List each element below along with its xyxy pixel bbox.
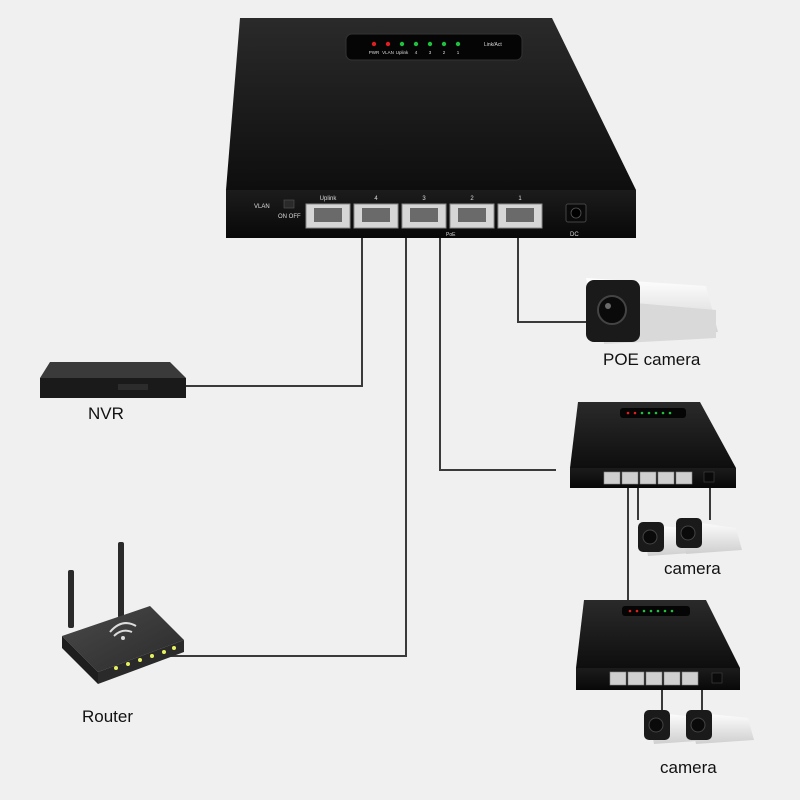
switch2-leds: [626, 411, 672, 415]
led-label: 1: [457, 50, 460, 55]
port-label: 2: [470, 196, 474, 202]
camera-lens-icon: [597, 295, 627, 325]
switch2-ports: [603, 471, 693, 485]
switch2-led-panel: [620, 408, 686, 418]
port-label: 4: [374, 196, 378, 202]
lens-glint-icon: [605, 303, 611, 309]
vlan-label: VLAN: [254, 204, 270, 210]
camera-label-2: camera: [660, 758, 717, 777]
cable-nvr: [186, 232, 363, 387]
camera-label-1: camera: [664, 559, 721, 578]
camera-pair-1: [638, 518, 742, 556]
poe-camera-label: POE camera: [603, 350, 701, 369]
switch3-dc-icon: [711, 672, 723, 684]
led-icon: [441, 41, 447, 47]
switch3-ports: [609, 671, 699, 686]
port-label: 3: [422, 196, 426, 202]
router-label: Router: [82, 707, 134, 726]
led-icon: [413, 41, 419, 47]
dc-label: DC: [570, 232, 579, 238]
switch-3: [576, 600, 740, 690]
led-label: PWR: [369, 50, 380, 55]
led-label: 2: [443, 50, 446, 55]
port-socket-icon: [506, 208, 534, 222]
wifi-icon: [109, 622, 137, 640]
switch2-dc-icon: [703, 471, 715, 483]
antenna-right-icon: [118, 542, 124, 618]
nvr-top-icon: [40, 362, 186, 378]
led-label: 3: [429, 50, 432, 55]
port-socket-icon: [458, 208, 486, 222]
cable-router: [168, 232, 407, 657]
on-off-label: ON OFF: [278, 214, 301, 220]
led-label: 4: [415, 50, 418, 55]
router-leds: [114, 646, 176, 670]
dc-jack-hole-icon: [570, 207, 582, 219]
led-label: Uplink: [396, 50, 409, 55]
port-label: Uplink: [320, 196, 338, 202]
switch3-led-panel: [622, 606, 690, 616]
cam1a-lens-icon: [642, 529, 658, 545]
cable-poe-camera: [517, 232, 590, 323]
switch2-top-icon: [570, 402, 736, 468]
vlan-switch-icon: [283, 199, 295, 209]
port-socket-icon: [410, 208, 438, 222]
led-caption: Link/Act: [484, 42, 502, 48]
router-side-icon: [62, 636, 98, 684]
poe-camera-device: [586, 278, 718, 344]
router-device: [62, 542, 184, 684]
led-icon: [371, 41, 377, 47]
ethernet-ports: Uplink 4 3 2 1: [305, 196, 543, 229]
nvr-front-icon: [40, 378, 186, 398]
cable-switch-2: [439, 232, 556, 471]
led-panel: [345, 33, 523, 61]
led-icon: [427, 41, 433, 47]
switch3-leds: [628, 609, 674, 613]
cam1b-lens-icon: [680, 525, 696, 541]
cables: [168, 232, 711, 712]
led-icon: [399, 41, 405, 47]
antenna-left-icon: [68, 570, 74, 628]
port-socket-icon: [314, 208, 342, 222]
cam2b-lens-icon: [690, 717, 706, 733]
led-icon: [455, 41, 461, 47]
led-icon: [385, 41, 391, 47]
switch3-top-icon: [576, 600, 740, 668]
camera-pair-2: [644, 710, 754, 744]
switch-top-face: [226, 18, 636, 190]
led-label: VLAN: [382, 50, 394, 55]
port-socket-icon: [362, 208, 390, 222]
port-label: 1: [518, 196, 522, 202]
nvr-label: NVR: [88, 404, 124, 423]
switch-2: [570, 402, 736, 488]
nvr-slot-icon: [118, 384, 148, 390]
cam2a-lens-icon: [648, 717, 664, 733]
poe-label: PoE: [446, 232, 456, 238]
nvr-device: [40, 362, 186, 398]
